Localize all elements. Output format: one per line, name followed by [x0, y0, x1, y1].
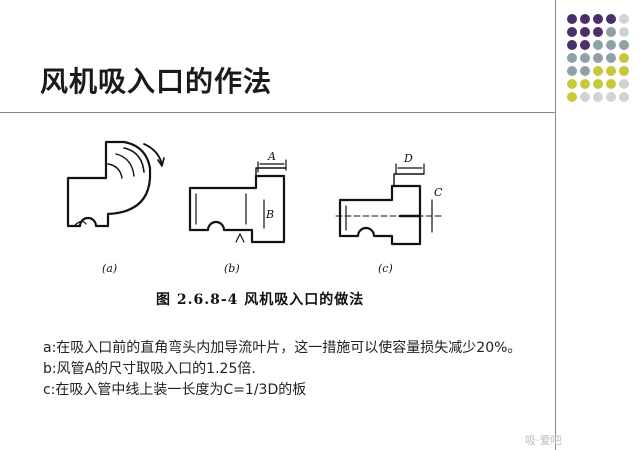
decorative-dot: [606, 27, 616, 37]
decorative-dot-grid: [567, 14, 629, 102]
decorative-dot: [567, 79, 577, 89]
decorative-dot: [606, 66, 616, 76]
decorative-dot: [580, 53, 590, 63]
decorative-dot: [580, 40, 590, 50]
note-line: a:在吸入口前的直角弯头内加导流叶片，这一措施可以使容量损失减少20%。: [43, 340, 522, 356]
decorative-dot: [580, 66, 590, 76]
slide-title: 风机吸入口的作法: [40, 65, 273, 98]
decorative-dot: [580, 92, 590, 102]
decorative-dot: [593, 27, 603, 37]
label-c: (c): [378, 262, 393, 275]
decorative-dot: [619, 92, 629, 102]
figure-caption: 图 2.6.8-4 风机吸入口的做法: [156, 292, 365, 308]
decorative-dot: [580, 14, 590, 24]
decorative-dot: [619, 27, 629, 37]
decorative-dot: [593, 14, 603, 24]
vertical-divider: [555, 0, 556, 450]
note-line: c:在吸入管中线上装一长度为C=1/3D的板: [43, 382, 307, 398]
dim-label-a: A: [267, 150, 276, 163]
fan-inlet-figure: (a) (b) (c) A B D C: [66, 140, 445, 275]
decorative-dot: [606, 53, 616, 63]
decorative-dot: [606, 14, 616, 24]
title-underline: [0, 112, 555, 113]
dim-label-d: D: [403, 152, 413, 165]
decorative-dot: [619, 40, 629, 50]
decorative-dot: [567, 92, 577, 102]
decorative-dot: [593, 40, 603, 50]
diagram-b: [188, 159, 287, 244]
watermark: 吸·爱吧: [525, 434, 562, 447]
decorative-dot: [593, 53, 603, 63]
dim-label-c: C: [434, 186, 443, 199]
decorative-dot: [580, 27, 590, 37]
diagram-c: [335, 163, 445, 246]
dim-label-b: B: [265, 208, 274, 221]
decorative-dot: [567, 14, 577, 24]
note-line: b:风管A的尺寸取吸入口的1.25倍.: [43, 361, 256, 377]
decorative-dot: [606, 40, 616, 50]
decorative-dot: [567, 40, 577, 50]
decorative-dot: [593, 92, 603, 102]
notes-block: a:在吸入口前的直角弯头内加导流叶片，这一措施可以使容量损失减少20%。 b:风…: [43, 338, 521, 401]
decorative-dot: [593, 79, 603, 89]
decorative-dot: [567, 27, 577, 37]
decorative-dot: [593, 66, 603, 76]
decorative-dot: [619, 79, 629, 89]
decorative-dot: [580, 79, 590, 89]
decorative-dot: [567, 66, 577, 76]
label-b: (b): [224, 262, 240, 275]
diagram-a: [66, 140, 165, 228]
label-a: (a): [102, 262, 117, 275]
decorative-dot: [606, 79, 616, 89]
decorative-dot: [619, 53, 629, 63]
decorative-dot: [606, 92, 616, 102]
decorative-dot: [567, 53, 577, 63]
decorative-dot: [619, 14, 629, 24]
decorative-dot: [619, 66, 629, 76]
